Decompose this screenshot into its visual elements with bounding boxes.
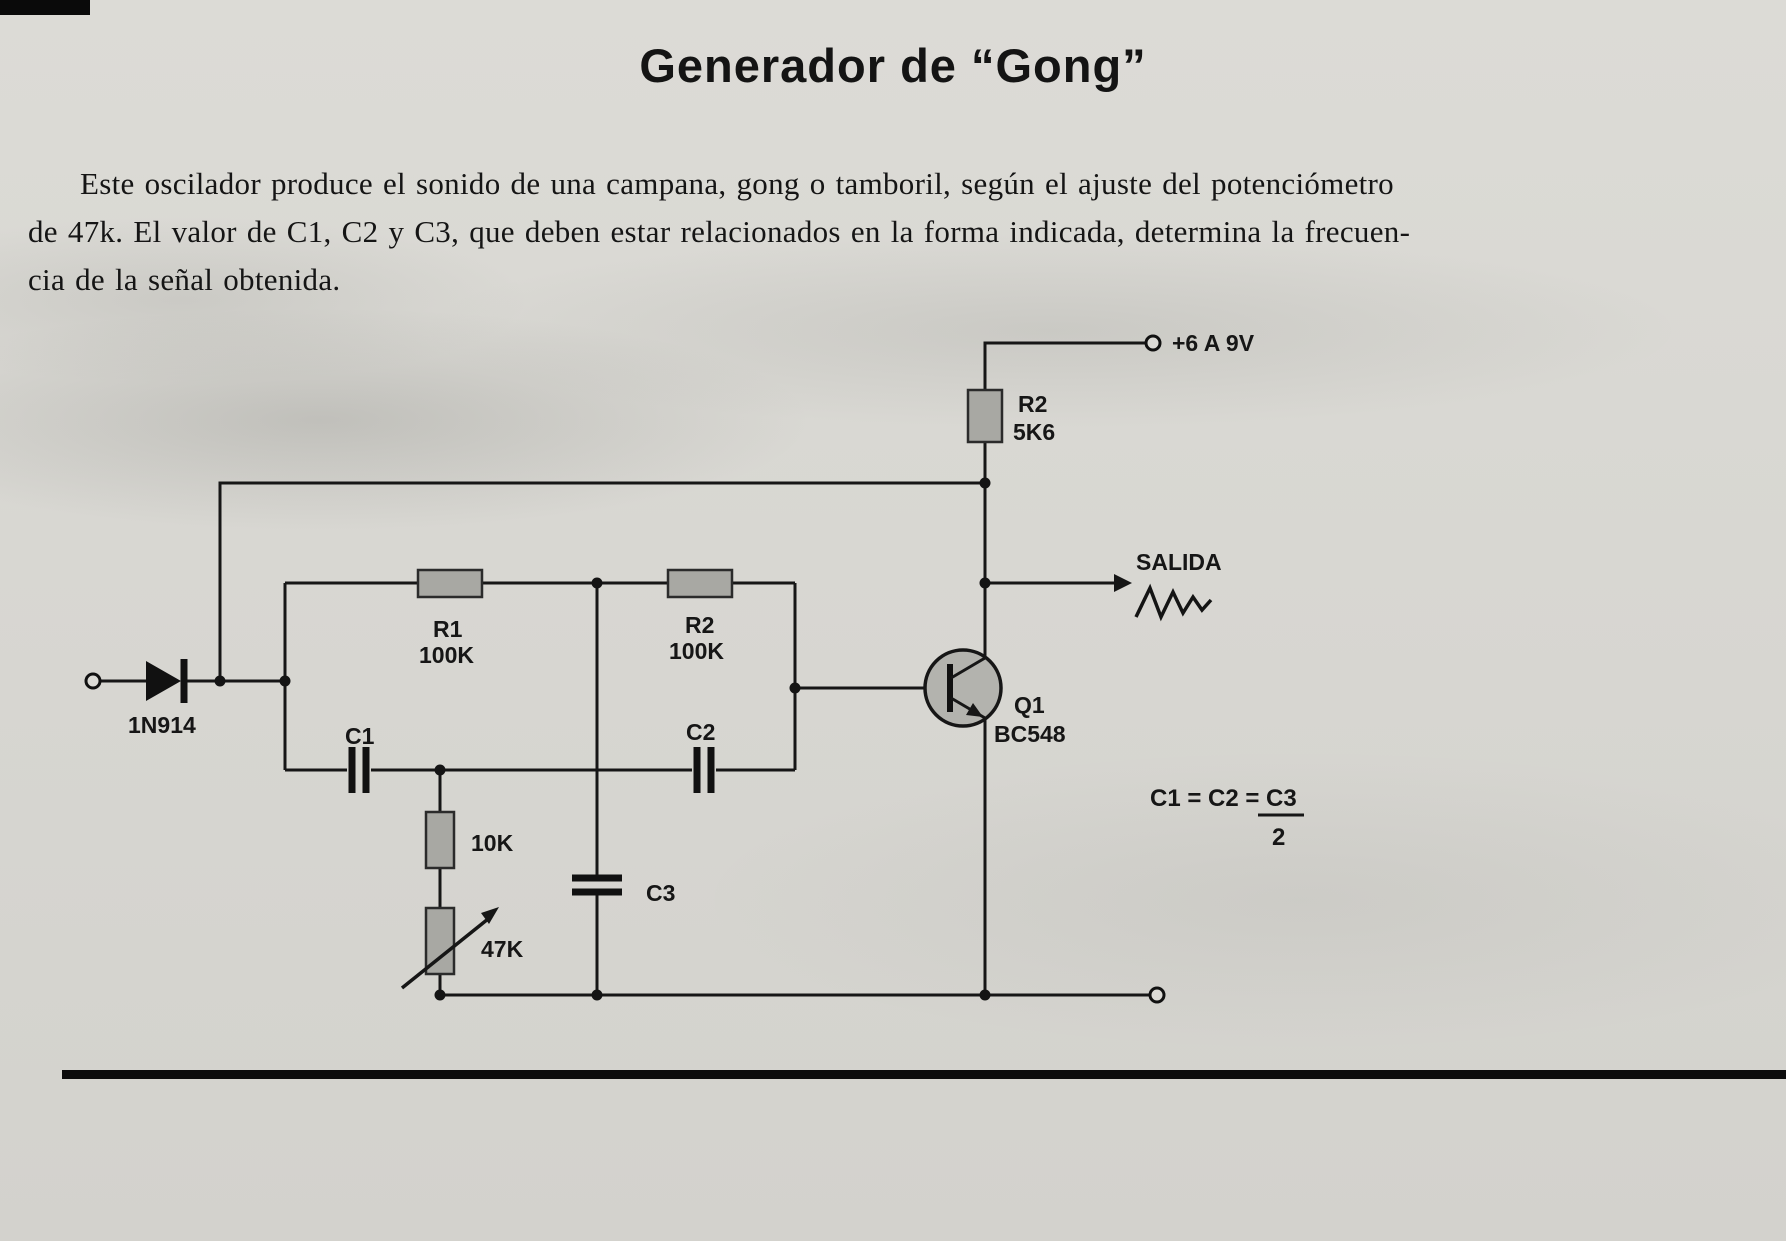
- node-dot: [979, 477, 991, 489]
- pot-arrowhead: [481, 907, 499, 924]
- formula-denominator: 2: [1272, 824, 1285, 851]
- waveform-icon: [1134, 583, 1213, 622]
- node-dot: [591, 577, 603, 589]
- label-c1: C1: [345, 723, 375, 749]
- formula: C1 = C2 = C3 2: [1150, 785, 1304, 851]
- transistor-q1: [923, 648, 1003, 728]
- label-r1-value: 100K: [419, 642, 474, 668]
- node-dot: [434, 989, 446, 1001]
- label-diode: 1N914: [128, 712, 196, 738]
- label-10k: 10K: [471, 830, 514, 856]
- transistor-collector-lead: [950, 656, 986, 680]
- label-c3: C3: [646, 880, 675, 906]
- label-output: SALIDA: [1136, 549, 1222, 575]
- diode-1n914: [146, 659, 188, 703]
- node-dot: [279, 675, 291, 687]
- diode-triangle: [146, 661, 181, 701]
- collector-wire: [950, 442, 987, 680]
- corner-scan-mark: [0, 0, 90, 15]
- resistor-r2-5k6: [966, 388, 1004, 444]
- potentiometer-47k: [400, 906, 499, 990]
- resistor-r1-100k: [416, 568, 484, 599]
- label-r2-value: 100K: [669, 638, 724, 664]
- resistor-10k: [424, 810, 456, 870]
- node-dot: [591, 989, 603, 1001]
- label-47k: 47K: [481, 936, 524, 962]
- node-dot: [214, 675, 226, 687]
- node-dot: [789, 682, 801, 694]
- output-arrowhead: [1114, 574, 1132, 592]
- terminal-supply: [1144, 334, 1162, 352]
- feedback-wire: [218, 481, 985, 681]
- intro-paragraph: Este oscilador produce el sonido de una …: [28, 160, 1548, 304]
- pot-arrow-shaft: [400, 917, 490, 990]
- transistor-emitter-arrow: [966, 703, 983, 717]
- page-title: Generador de “Gong”: [639, 39, 1147, 92]
- node-dot: [979, 989, 991, 1001]
- emitter-wire: [950, 696, 987, 995]
- label-c2: C2: [686, 719, 715, 745]
- intro-line: de 47k. El valor de C1, C2 y C3, que deb…: [28, 214, 1411, 249]
- label-r2-name: R2: [685, 612, 714, 638]
- formula-numerator: C3: [1266, 785, 1297, 812]
- node-dot: [979, 577, 991, 589]
- label-q1-type: BC548: [994, 721, 1066, 747]
- label-collector-resistor-name: R2: [1018, 391, 1047, 417]
- resistor-r2-100k: [666, 568, 734, 599]
- label-supply: +6 A 9V: [1172, 330, 1255, 356]
- junction-dots: [214, 477, 991, 1001]
- formula-lhs: C1 = C2 =: [1150, 785, 1259, 812]
- capacitors: [348, 747, 715, 896]
- label-r1-name: R1: [433, 616, 463, 642]
- label-collector-resistor-value: 5K6: [1013, 419, 1055, 445]
- pot-body: [424, 906, 456, 976]
- terminal-input: [84, 672, 102, 690]
- intro-line: cia de la señal obtenida.: [28, 262, 341, 297]
- transistor-body: [923, 648, 1003, 728]
- label-q1-name: Q1: [1014, 692, 1045, 718]
- supply-wire: [983, 341, 1146, 390]
- terminal-ground: [1148, 986, 1166, 1004]
- intro-line: Este oscilador produce el sonido de una …: [80, 166, 1394, 201]
- node-dot: [434, 764, 446, 776]
- bottom-rule: [62, 1070, 1786, 1079]
